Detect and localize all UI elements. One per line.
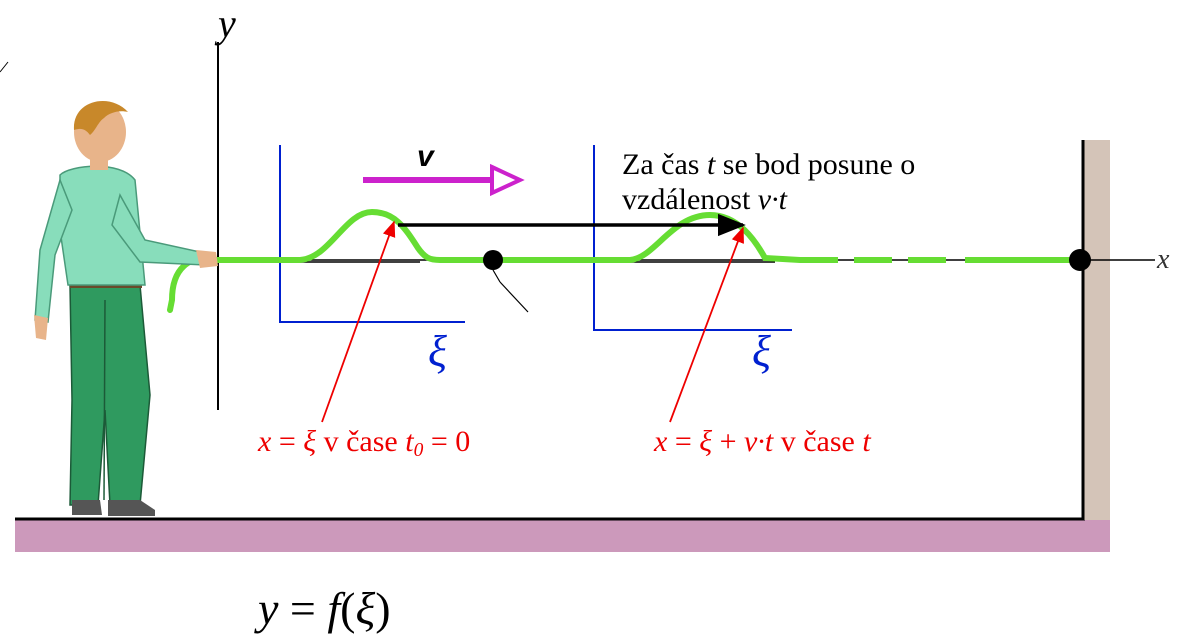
cap2-eq: = bbox=[667, 425, 700, 458]
formula-xi: ξ bbox=[355, 583, 376, 634]
caption-initial-position: x = ξ v čase t0 = 0 bbox=[258, 425, 471, 461]
velocity-label: v bbox=[417, 140, 434, 173]
wall-attachment-point bbox=[1069, 249, 1091, 271]
cap2-x: x bbox=[654, 425, 668, 458]
displacement-note-line-2: vzdálenost v·t bbox=[622, 185, 787, 215]
formula-eq: = bbox=[278, 583, 328, 634]
corner-mark bbox=[0, 61, 9, 73]
formula-close: ) bbox=[375, 583, 391, 634]
annotation-arrow-2 bbox=[669, 226, 744, 423]
y-axis-label: y bbox=[218, 1, 236, 46]
cap1-eq: = bbox=[271, 425, 304, 458]
note-suffix: se bod posune o bbox=[715, 148, 916, 181]
formula-y: y bbox=[258, 583, 279, 634]
point-on-rope bbox=[483, 250, 503, 270]
man-figure bbox=[34, 100, 218, 516]
xi-label-frame-2: ξ bbox=[752, 327, 771, 376]
rope-solid bbox=[202, 208, 633, 263]
point-pointer bbox=[492, 269, 501, 283]
cap1-sub: 0 bbox=[413, 439, 424, 461]
moving-frame-1 bbox=[279, 145, 465, 323]
caption-later-position: x = ξ + v·t v čase t bbox=[654, 427, 871, 457]
floor bbox=[15, 520, 1110, 552]
velocity-arrowhead bbox=[490, 163, 525, 197]
cap1-rest: = 0 bbox=[423, 425, 471, 458]
note-prefix-2: vzdálenost bbox=[622, 183, 758, 216]
wall bbox=[1083, 140, 1110, 520]
cap2-t: t bbox=[862, 425, 871, 458]
rope-pulse-2 bbox=[627, 211, 803, 263]
point-pointer-2 bbox=[499, 281, 529, 313]
cap1-t: t bbox=[405, 425, 414, 458]
cap1-text: v čase bbox=[316, 425, 406, 458]
annotation-arrow-1 bbox=[321, 220, 396, 423]
cap2-vt: v·t bbox=[744, 425, 774, 458]
note-prefix: Za čas bbox=[622, 148, 707, 181]
note-time-var: t bbox=[706, 148, 716, 181]
formula-open: ( bbox=[340, 583, 356, 634]
wave-formula: y = f(ξ) bbox=[258, 586, 391, 632]
formula-f: f bbox=[327, 583, 341, 634]
cap1-xi: ξ bbox=[303, 425, 317, 458]
note-vt-var: v·t bbox=[757, 183, 787, 216]
x-axis-label: x bbox=[1157, 244, 1170, 275]
moving-frame-2 bbox=[593, 145, 792, 331]
xi-label-frame-1: ξ bbox=[428, 327, 447, 376]
cap1-x: x bbox=[258, 425, 272, 458]
cap2-xi: ξ bbox=[699, 425, 713, 458]
cap2-text: v čase bbox=[773, 425, 863, 458]
displacement-note-line-1: Za čas t se bod posune o bbox=[622, 150, 915, 180]
cap2-plus: + bbox=[712, 425, 745, 458]
